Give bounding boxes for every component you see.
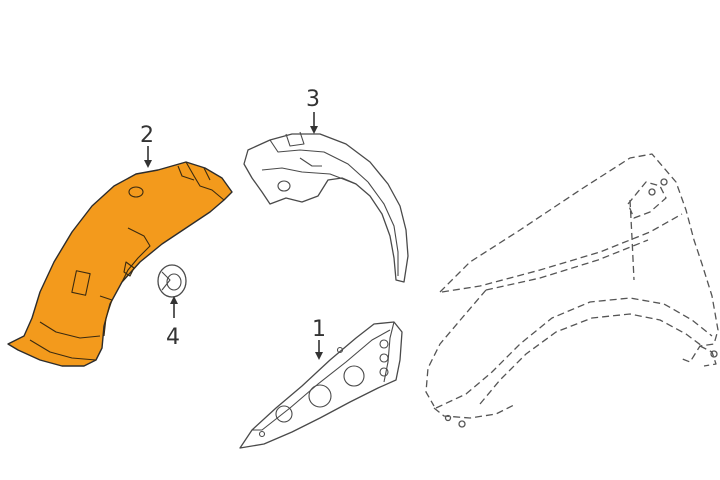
fender-arch-outer [435, 297, 713, 409]
liner3-mid-ridge [261, 167, 357, 185]
panel1-top-flange [252, 329, 391, 431]
liner3-notch [285, 131, 305, 147]
clip-body [157, 264, 187, 298]
liner3-top-ridge [269, 139, 369, 183]
panel1-hole-large [308, 384, 332, 408]
liner3-step [299, 157, 322, 167]
liner3-body [243, 133, 409, 283]
callout-3-label: 3 [306, 87, 320, 112]
panel1-hole-tiny-a [258, 430, 266, 438]
callout-2[interactable]: 2 [140, 123, 154, 168]
fender-bracket [627, 181, 667, 219]
liner3-arch-ridge [367, 181, 399, 276]
liner3-hole [277, 180, 291, 192]
fender-top-edge [441, 213, 683, 293]
panel1-hole-s2 [379, 353, 389, 363]
callout-1-arrowhead [315, 352, 323, 360]
callout-1[interactable]: 1 [312, 317, 326, 360]
fender-rear-tab [699, 345, 717, 367]
panel1-hole-s3 [379, 367, 389, 377]
fender-bolt-a [660, 178, 668, 186]
fender-bolt-e [444, 414, 452, 422]
liner-inner-edge [185, 161, 225, 201]
fender-bolt-c [710, 350, 718, 358]
part-2-wheel-arch-liner[interactable] [7, 161, 233, 367]
fender-outer [439, 153, 719, 363]
fender-rear-vertical [629, 199, 635, 281]
part-4-clip[interactable] [157, 264, 187, 298]
fender-bolt-b [648, 188, 656, 196]
liner-clip-lower [123, 261, 135, 277]
part-3-wheel-arch-liner[interactable] [243, 131, 409, 283]
fender-bottom-edge [433, 403, 517, 419]
fender-front-edge [425, 289, 487, 407]
liner-body [7, 161, 233, 367]
callout-4-arrowhead [170, 296, 178, 304]
part-1-inner-panel[interactable] [239, 321, 403, 449]
panel1-hole-tiny-b [336, 346, 344, 354]
liner-ridge-lower [99, 295, 113, 337]
callout-2-label: 2 [140, 123, 154, 148]
clip-inner-ring [166, 273, 182, 291]
liner-clip-hole [128, 186, 144, 198]
fender-inner-crease [485, 239, 649, 291]
callout-2-arrowhead [144, 160, 152, 168]
callout-3-arrowhead [310, 126, 318, 134]
liner-ridge [121, 227, 151, 283]
callout-4[interactable]: 4 [166, 296, 180, 350]
liner-tab [71, 270, 91, 296]
fender-outline [425, 153, 719, 428]
panel1-hole-s1 [379, 339, 389, 349]
callout-3[interactable]: 3 [306, 87, 320, 134]
liner-bottom-lip [29, 339, 97, 361]
panel1-hole-mid [343, 365, 365, 387]
fender-arch-inner [479, 313, 703, 405]
liner-lower-fold [39, 321, 101, 339]
callout-4-label: 4 [166, 325, 180, 350]
panel1-side-flange [383, 321, 395, 383]
fender-bolt-d [458, 420, 466, 428]
callout-1-label: 1 [312, 317, 326, 342]
clip-cut [161, 271, 171, 291]
panel1-hole-left [275, 405, 293, 423]
liner-top-flap [177, 165, 211, 181]
